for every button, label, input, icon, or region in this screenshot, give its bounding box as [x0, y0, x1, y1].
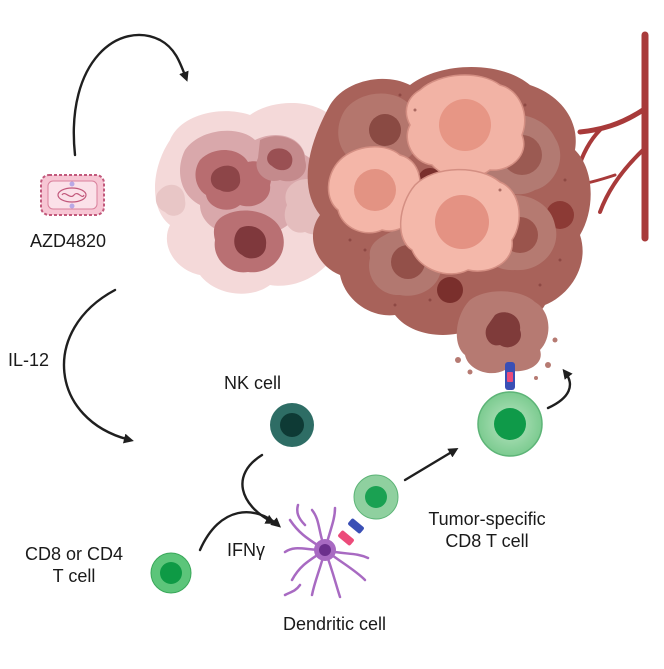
label-cd-t-cell-line1: CD8 or CD4	[24, 544, 124, 564]
label-dendritic-cell: Dendritic cell	[283, 614, 387, 634]
label-tumor-specific-t-cell: Tumor-specific CD8 T cell	[412, 508, 562, 552]
label-ifng: IFNγ	[227, 540, 265, 560]
tumor-mass	[307, 66, 591, 336]
naive-t-cell-icon	[150, 552, 192, 594]
necrotic-tumor-region	[155, 102, 359, 294]
arrow-virus-to-tumor	[72, 33, 189, 157]
label-tumor-t-cell-line1: Tumor-specific	[428, 509, 546, 529]
label-cd-t-cell-line2: T cell	[52, 566, 96, 586]
label-azd4820: AZD4820	[30, 231, 107, 251]
dendritic-cell-icon	[283, 503, 370, 599]
arrow-virus-to-il12	[62, 288, 134, 444]
label-il12: IL-12	[8, 350, 50, 370]
dying-tumor-cell	[455, 291, 558, 380]
nk-cell-icon	[270, 403, 314, 447]
arrows	[62, 33, 573, 552]
arrow-activated-to-tumor-tcell	[403, 447, 459, 482]
label-tumor-t-cell-line2: CD8 T cell	[445, 531, 529, 551]
activated-t-cell-icon	[353, 474, 399, 520]
antigen-presentation-receptor	[338, 518, 364, 546]
label-nk-cell: NK cell	[224, 373, 282, 393]
arrow-tcell-to-ifng	[198, 511, 282, 552]
blood-vessel	[570, 31, 649, 242]
label-cd-t-cell: CD8 or CD4 T cell	[20, 543, 128, 587]
azd4820-virus-icon	[40, 174, 105, 216]
arrow-tumor-tcell-to-tumor	[546, 368, 573, 410]
tumor-specific-t-cell-icon	[477, 362, 543, 457]
